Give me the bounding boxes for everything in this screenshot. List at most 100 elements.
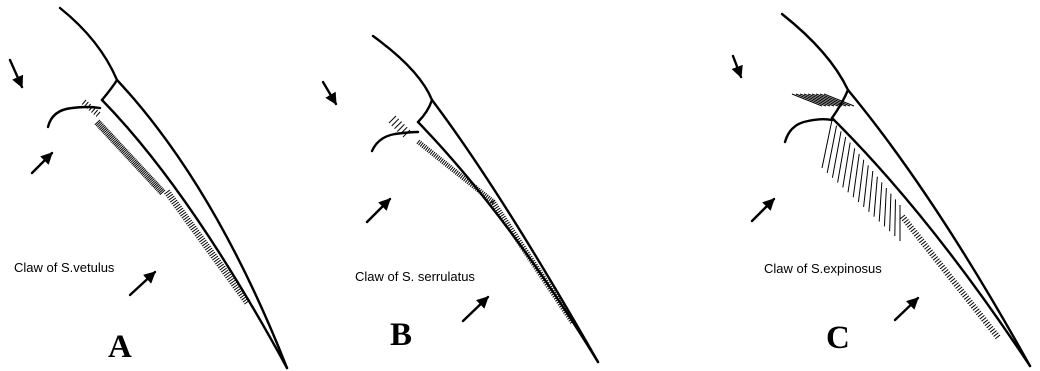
arrow-a-2 [32, 153, 52, 173]
serration-tick [108, 134, 113, 139]
serration-tick [912, 230, 917, 234]
serration-tick [924, 246, 929, 250]
serration-tick [919, 239, 924, 243]
serration-tick [130, 158, 135, 163]
spine-tick [884, 188, 886, 226]
serration-tick [950, 278, 955, 282]
serration-tick [914, 232, 919, 236]
serration-tick [930, 252, 935, 256]
spine-tick [864, 165, 869, 207]
spine-tick [858, 160, 863, 202]
spine-tick [848, 148, 855, 192]
serration-tick [137, 166, 142, 171]
serration-tick [158, 187, 163, 192]
serration-tick [159, 189, 164, 194]
serration-tick [923, 243, 928, 247]
serration-tick [947, 274, 952, 278]
serration-tick [904, 219, 909, 223]
serration-tick [141, 170, 146, 175]
serration-tick [926, 248, 931, 252]
arrow-a-3 [130, 272, 155, 295]
serration-tick [916, 235, 921, 239]
serration-tick [111, 138, 116, 143]
serration-tick [966, 298, 971, 302]
serration-tick [964, 296, 969, 300]
serration-tick [107, 133, 112, 138]
panel-c: Claw of S.expinosus C [733, 14, 1030, 366]
serration-tick [154, 184, 159, 189]
arrow-c-1 [733, 56, 741, 77]
serration-tick [940, 265, 945, 269]
spine-tick [874, 177, 877, 217]
serration-tick [153, 182, 158, 187]
spine-tick [869, 171, 873, 212]
serration-tick [995, 335, 1000, 339]
serration-tick [148, 177, 153, 182]
serration-tick [969, 302, 974, 306]
serration-tick [82, 100, 86, 105]
serration-tick [155, 185, 160, 190]
serration-tick [140, 168, 145, 173]
serration-tick [116, 143, 121, 148]
serration-tick [959, 289, 964, 293]
serration-tick [135, 163, 140, 168]
serration-tick [136, 165, 141, 170]
serration-tick [976, 311, 981, 315]
serration-tick [907, 224, 912, 228]
arrow-c-3 [895, 298, 918, 320]
arrow-a-1 [10, 60, 22, 87]
serration-tick [132, 159, 137, 164]
panel-letter-a: A [108, 329, 132, 365]
serration-tick [983, 320, 988, 324]
panel-letter-c: C [826, 320, 850, 356]
serration-tick [119, 145, 124, 150]
serration-tick [918, 237, 923, 241]
serration-tick [980, 315, 985, 319]
serration-tick [943, 270, 948, 274]
serration-tick [975, 309, 980, 313]
claw-b-serrations [389, 116, 575, 323]
serration-tick [126, 153, 131, 158]
serration-tick [992, 331, 997, 335]
spine-tick [808, 94, 838, 106]
arrow-b-2 [367, 199, 390, 222]
serration-tick [123, 151, 128, 156]
serration-tick [128, 156, 133, 161]
serration-tick [146, 175, 151, 180]
serration-tick [978, 313, 983, 317]
serration-tick [129, 157, 134, 162]
serration-tick [900, 215, 905, 219]
spine-tick [890, 194, 891, 232]
spine-tick [853, 154, 859, 197]
serration-tick [96, 112, 100, 117]
serration-tick [928, 250, 933, 254]
serration-tick [96, 121, 101, 126]
serration-tick [945, 272, 950, 276]
panel-b: Claw of S. serrulatus B [323, 36, 598, 362]
caption-b: Claw of S. serrulatus [355, 269, 475, 284]
serration-tick [94, 110, 98, 115]
serration-tick [971, 304, 976, 308]
claw-a-outline [48, 8, 287, 368]
serration-tick [133, 161, 138, 166]
spine-tick [822, 120, 832, 168]
serration-tick [160, 190, 165, 195]
caption-a: Claw of S.vetulus [14, 260, 115, 275]
serration-tick [990, 328, 995, 332]
serration-tick [103, 129, 108, 134]
serration-tick [121, 148, 126, 153]
caption-c: Claw of S.expinosus [764, 261, 882, 276]
serration-tick [124, 152, 129, 157]
serration-tick [968, 300, 973, 304]
serration-tick [115, 142, 120, 147]
serration-tick [134, 162, 139, 167]
serration-tick [949, 276, 954, 280]
serration-tick [97, 123, 102, 128]
serration-tick [905, 222, 910, 226]
arrow-b-1 [323, 82, 336, 104]
spine-tick [879, 182, 882, 221]
serration-tick [156, 186, 161, 191]
serration-tick [106, 131, 111, 136]
serration-tick [942, 267, 947, 271]
